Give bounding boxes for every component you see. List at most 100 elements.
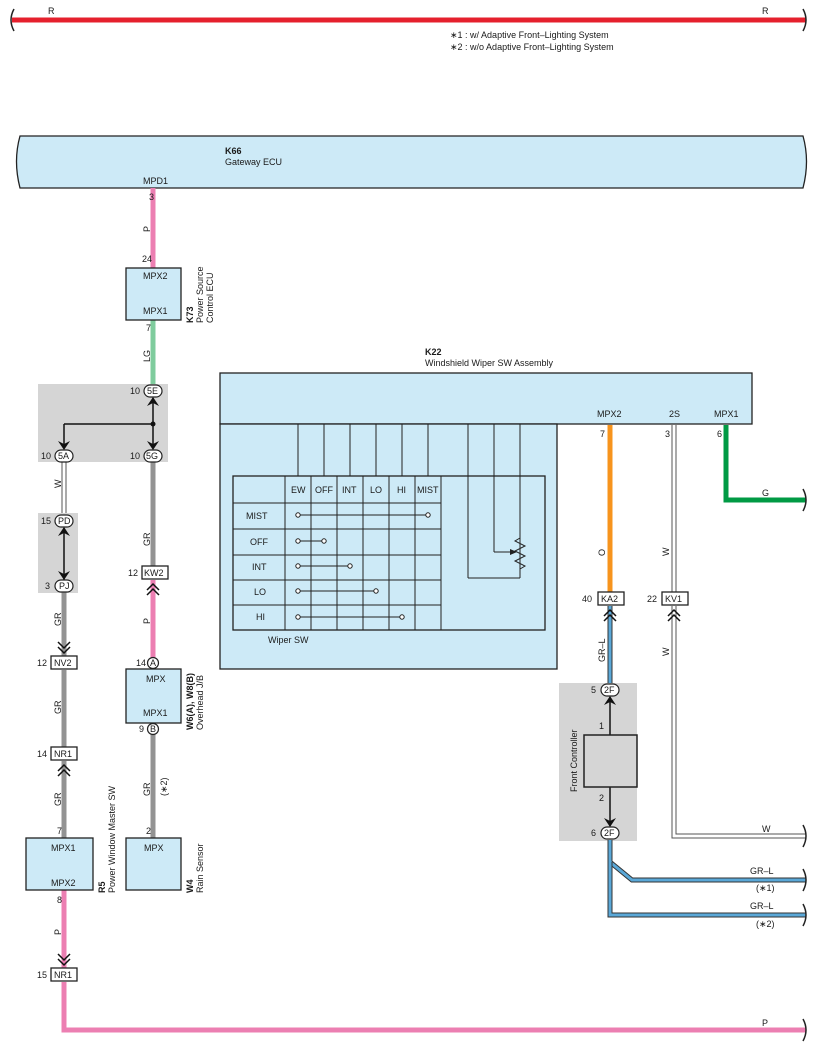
note-1: ∗1 : w/ Adaptive Front–Lighting System bbox=[450, 30, 609, 40]
k66-pin-num: 3 bbox=[149, 192, 154, 202]
k22-pin-mpx2-num: 7 bbox=[600, 429, 605, 439]
wire-r: R R bbox=[10, 6, 807, 32]
wire-grl-ka2-label: GR–L bbox=[597, 638, 607, 662]
connector-kw2-code: KW2 bbox=[144, 568, 164, 578]
k66-name: Gateway ECU bbox=[225, 157, 282, 167]
connector-ka2-code: KA2 bbox=[601, 594, 618, 604]
junction-5e-code: 5E bbox=[147, 386, 158, 396]
wire-grl-right-1-label: GR–L bbox=[750, 866, 774, 876]
k73-code: K73 bbox=[185, 306, 195, 323]
wire-p-top-label: P bbox=[142, 226, 152, 232]
connector-ka2-num: 40 bbox=[582, 594, 592, 604]
wire-lg-label: LG bbox=[142, 350, 152, 362]
junction-2f-top-num: 5 bbox=[591, 685, 596, 695]
wire-p-r5-label: P bbox=[53, 929, 63, 935]
wire-gr-r5-label: GR bbox=[53, 792, 63, 806]
w4-code: W4 bbox=[185, 880, 195, 894]
wiper-row-lo: LO bbox=[254, 587, 266, 597]
connector-nr1-top: NR1 14 bbox=[37, 746, 78, 777]
junction-pj-num: 3 bbox=[45, 581, 50, 591]
connector-kv1: KV1 22 bbox=[647, 591, 689, 622]
wire-w-kv1-down-label: W bbox=[661, 647, 671, 656]
junction-5g: 5G 10 bbox=[130, 449, 163, 463]
wire-p-bottom bbox=[61, 982, 806, 1033]
connector-nr1-bottom: NR1 15 bbox=[37, 953, 78, 982]
connector-ka2: KA2 40 bbox=[582, 591, 625, 622]
wire-r-label-right: R bbox=[762, 6, 769, 16]
connector-nv2-code: NV2 bbox=[54, 658, 72, 668]
connector-kv1-code: KV1 bbox=[665, 594, 682, 604]
wire-grl-right-2-label: GR–L bbox=[750, 901, 774, 911]
k73-top-pin: 24 bbox=[142, 254, 152, 264]
connector-kv1-num: 22 bbox=[647, 594, 657, 604]
w8-pin-num: 9 bbox=[139, 724, 144, 734]
wire-g-label: G bbox=[762, 488, 769, 498]
connector-nr1-bottom-num: 15 bbox=[37, 970, 47, 980]
w4-rain-sensor: 2 MPX W4 Rain Sensor bbox=[125, 826, 205, 894]
wire-p-bottom-label: P bbox=[762, 1018, 768, 1028]
r5-power-window-master-sw: 7 MPX1 MPX2 8 R5 Power Window Master SW bbox=[25, 785, 117, 905]
wire-w-left-label: W bbox=[53, 479, 63, 488]
wire-w-kv1-up-label: W bbox=[661, 547, 671, 556]
k22-pin-mpx2-label: MPX2 bbox=[597, 409, 622, 419]
k66-gateway-ecu: K66 Gateway ECU MPD1 bbox=[15, 135, 808, 189]
k66-pin-label: MPD1 bbox=[143, 176, 168, 186]
junction-5a-code: 5A bbox=[58, 451, 69, 461]
junction-2f-bottom-num: 6 bbox=[591, 828, 596, 838]
connector-kw2: KW2 12 bbox=[128, 565, 169, 596]
wire-gr-w4-label: GR bbox=[142, 782, 152, 796]
front-controller: 1 2 Front Controller bbox=[569, 721, 638, 803]
wire-gr-5g-label: GR bbox=[142, 532, 152, 546]
wire-r-label-left: R bbox=[48, 6, 55, 16]
front-controller-bottom-pin: 2 bbox=[599, 793, 604, 803]
junction-5a: 5A 10 bbox=[41, 449, 74, 463]
wire-grl-right-1-star: (∗1) bbox=[756, 883, 775, 893]
junction-pd-num: 15 bbox=[41, 516, 51, 526]
r5-name: Power Window Master SW bbox=[107, 785, 117, 893]
k22-pin-2s-num: 3 bbox=[665, 429, 670, 439]
w8-pin-letter: B bbox=[150, 724, 156, 734]
connector-kw2-num: 12 bbox=[128, 568, 138, 578]
k73-name-2: Control ECU bbox=[205, 272, 215, 323]
wiper-header-mist: MIST bbox=[417, 485, 439, 495]
wiper-row-int: INT bbox=[252, 562, 267, 572]
wiper-row-hi: HI bbox=[256, 612, 265, 622]
w6w8-code: W6(A), W8(B) bbox=[185, 673, 195, 730]
wiper-header-ew: EW bbox=[291, 485, 306, 495]
w6w8-name: Overhead J/B bbox=[195, 675, 205, 730]
junction-5e: 5E 10 bbox=[130, 384, 163, 398]
r5-bottom-pin: 8 bbox=[57, 895, 62, 905]
junction-5g-num: 10 bbox=[130, 451, 140, 461]
k22-pin-mpx1-label: MPX1 bbox=[714, 409, 739, 419]
wire-gr-w4-star2: (∗2) bbox=[159, 777, 169, 796]
wiper-header-hi: HI bbox=[397, 485, 406, 495]
k22-pin-mpx1-num: 6 bbox=[717, 429, 722, 439]
wiper-sw-label: Wiper SW bbox=[268, 635, 309, 645]
wiper-header-off: OFF bbox=[315, 485, 333, 495]
connector-nv2: NV2 12 bbox=[37, 641, 78, 670]
wire-w-right bbox=[672, 606, 806, 838]
wire-gr-pj-label: GR bbox=[53, 612, 63, 626]
k73-power-source-ecu: MPX2 MPX1 24 7 K73 Power Source Control … bbox=[125, 254, 215, 333]
wire-o-label: O bbox=[597, 549, 607, 556]
k73-name-1: Power Source bbox=[195, 266, 205, 323]
wire-g bbox=[723, 425, 806, 503]
k22-wiper-sw-assembly: K22 Windshield Wiper SW Assembly MPX2 2S… bbox=[219, 347, 753, 670]
wire-w-right-label: W bbox=[762, 824, 771, 834]
junction-5g-code: 5G bbox=[146, 451, 158, 461]
note-2: ∗2 : w/o Adaptive Front–Lighting System bbox=[450, 42, 614, 52]
junction-2f-bottom-code: 2F bbox=[604, 828, 615, 838]
r5-top-pin: 7 bbox=[57, 826, 62, 836]
wire-p-w6-label: P bbox=[142, 618, 152, 624]
wiper-row-off: OFF bbox=[250, 537, 268, 547]
w6-pin-num: 14 bbox=[136, 658, 146, 668]
junction-arrows bbox=[58, 397, 616, 827]
k73-top-label: MPX2 bbox=[143, 271, 168, 281]
junction-pj-code: PJ bbox=[59, 581, 70, 591]
wire-grl-right-1 bbox=[608, 840, 806, 882]
wire-grl-right-2 bbox=[608, 862, 806, 917]
k22-name: Windshield Wiper SW Assembly bbox=[425, 358, 554, 368]
wire-gr-nv2-label: GR bbox=[53, 700, 63, 714]
front-controller-name: Front Controller bbox=[569, 729, 579, 792]
